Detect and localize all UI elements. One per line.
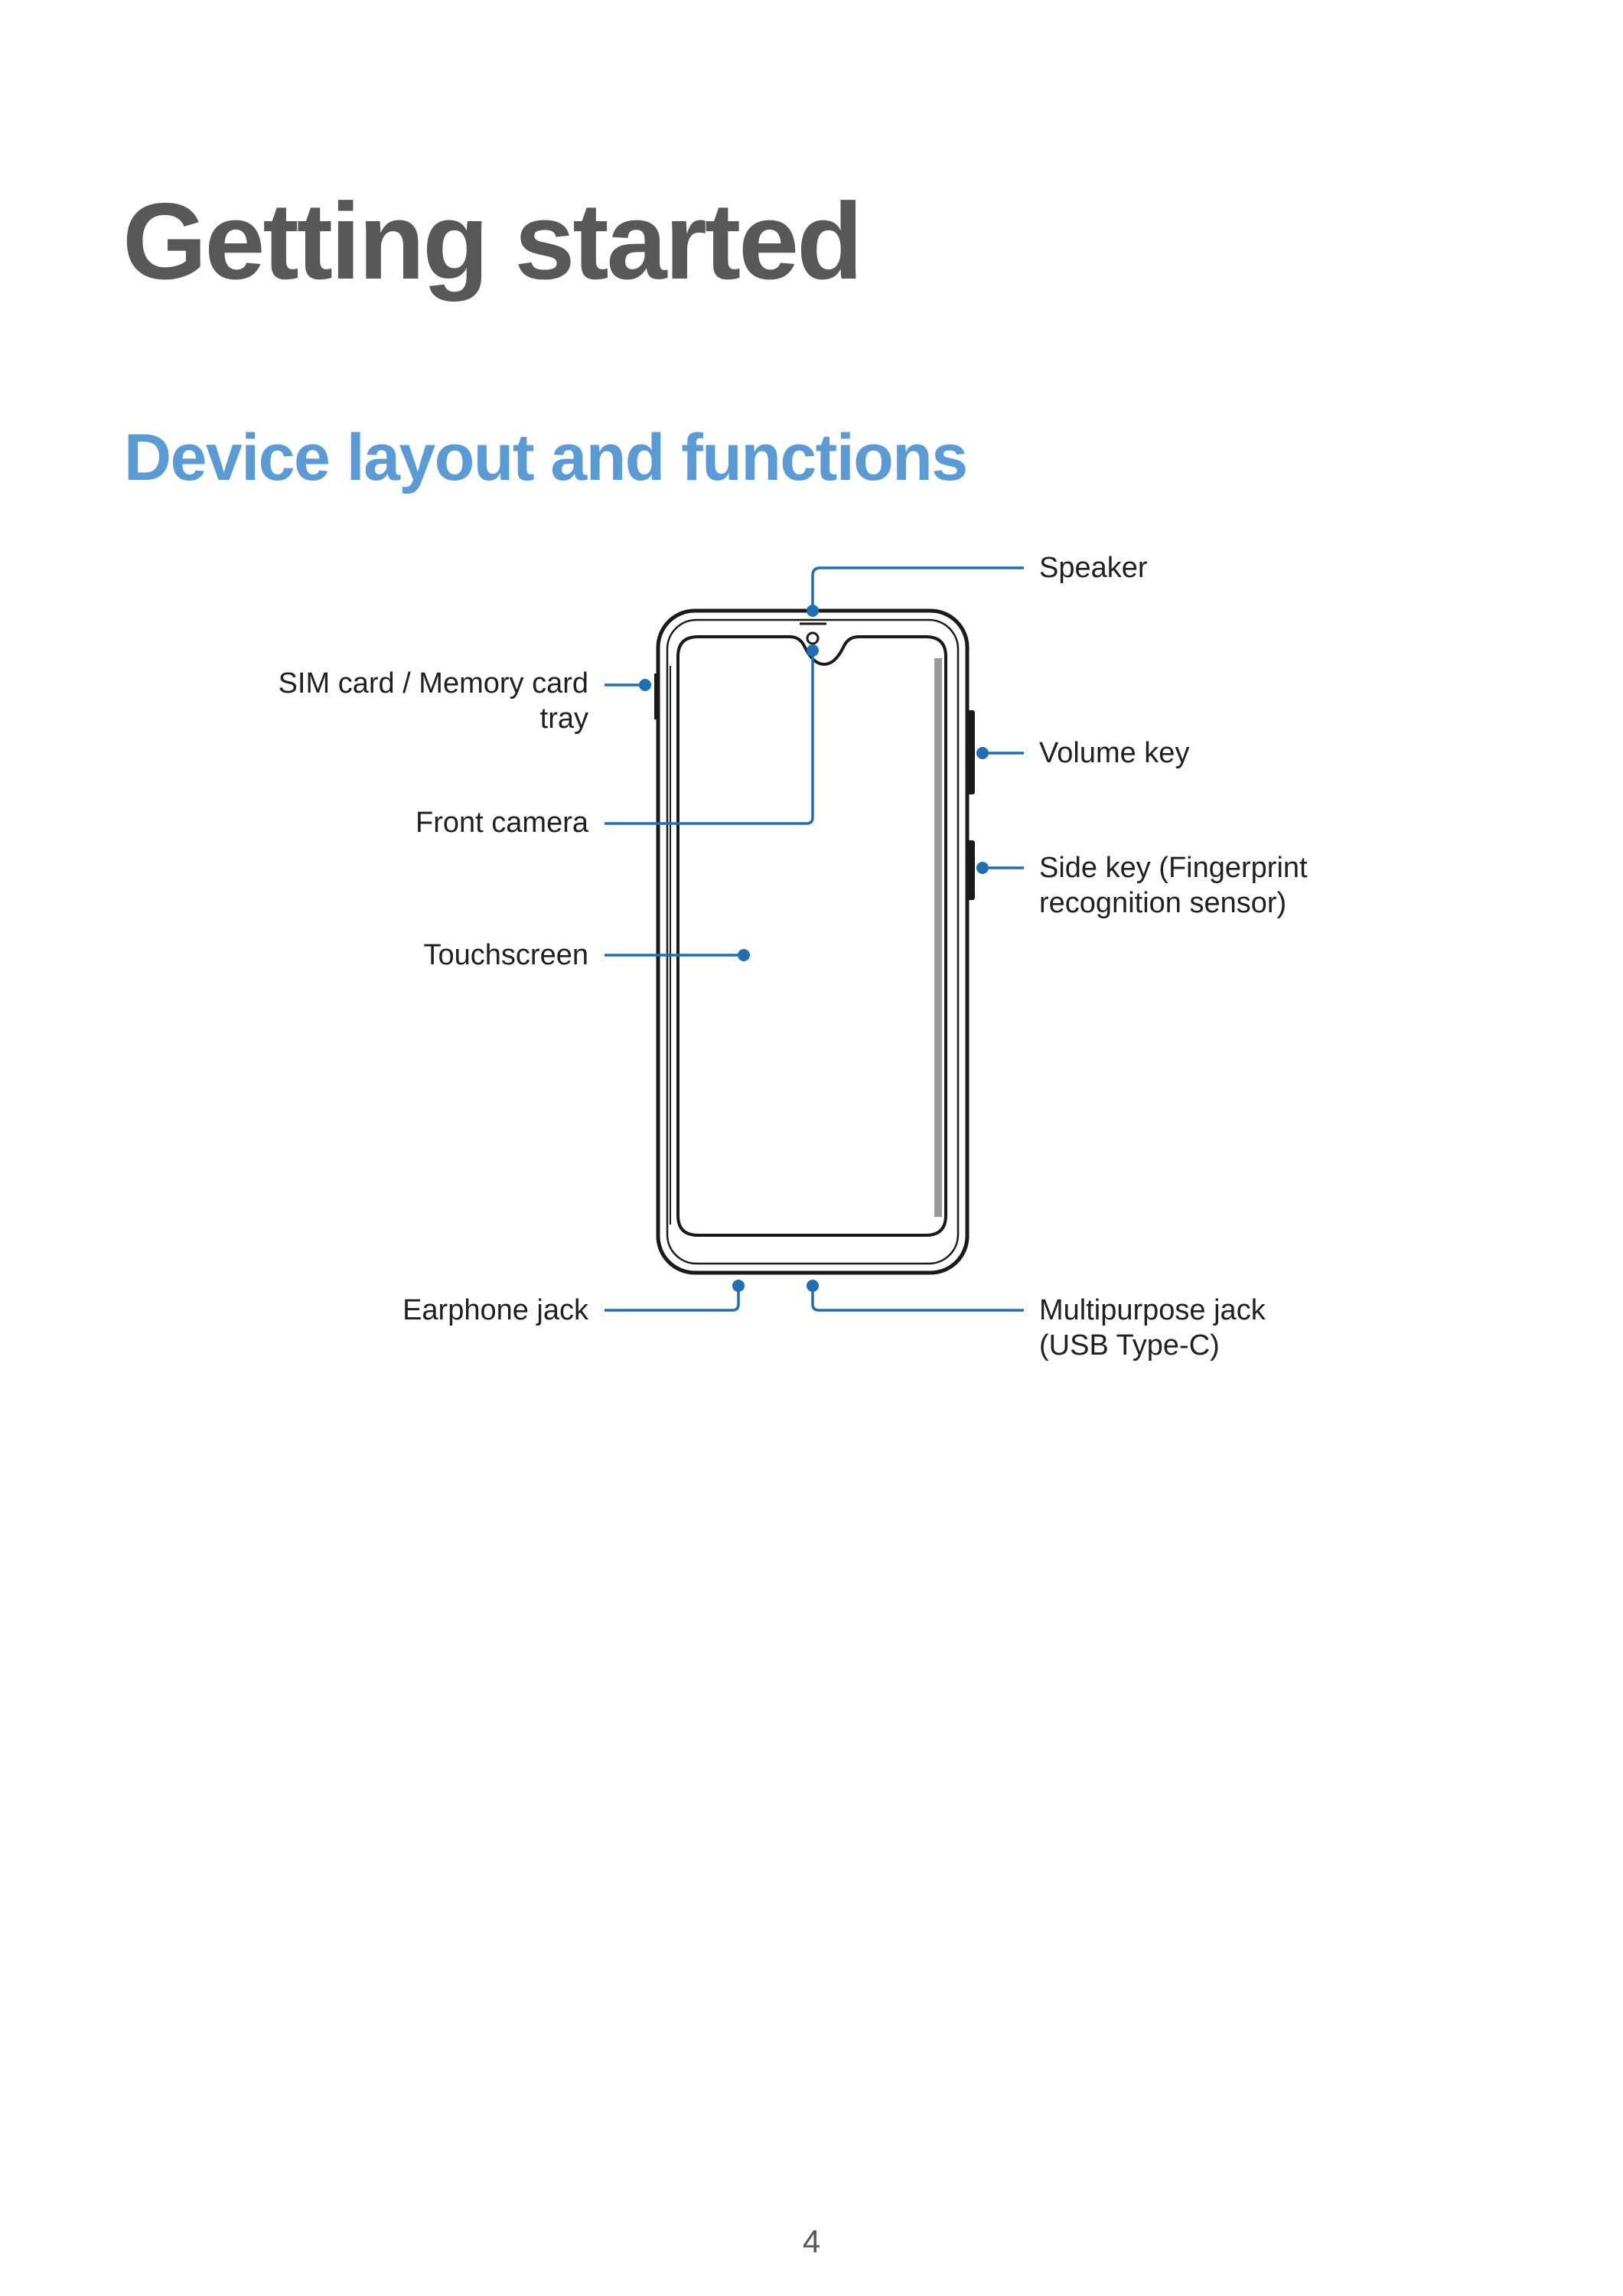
speaker-label: Speaker (1039, 552, 1148, 584)
speaker-dot (807, 605, 819, 617)
sim-tray-label: SIM card / Memory card tray (278, 667, 588, 735)
earphone-jack-leader (605, 1286, 740, 1312)
sim-tray-shape (654, 673, 659, 719)
volume-key-label: Volume key (1039, 737, 1190, 769)
chapter-title: Getting started (122, 181, 863, 302)
earphone-jack-dot (732, 1280, 745, 1292)
callout-lines (605, 566, 1024, 1312)
multipurpose-jack-label: Multipurpose jack (USB Type-C) (1039, 1294, 1266, 1362)
section-title: Device layout and functions (124, 421, 968, 494)
sim-tray-dot (639, 679, 651, 691)
multipurpose-jack-dot (807, 1280, 819, 1292)
side-key-dot (976, 862, 989, 874)
side-key-label: Side key (Fingerprint recognition sensor… (1039, 852, 1308, 919)
volume-key-dot (976, 747, 989, 759)
touchscreen-dot (738, 949, 750, 961)
speaker-leader (811, 566, 1024, 611)
phone-body-inner (666, 618, 960, 1265)
front-camera-label: Front camera (416, 807, 588, 839)
phone-illustration (654, 608, 975, 1275)
multipurpose-jack-leader (811, 1286, 1024, 1312)
front-camera-dot (807, 644, 819, 657)
page-number: 4 (802, 2223, 821, 2259)
callout-dots (639, 605, 989, 1292)
side-key-shape (967, 840, 975, 900)
touchscreen-label: Touchscreen (423, 939, 588, 971)
front-camera-lens (806, 631, 820, 645)
volume-key-shape (967, 710, 975, 794)
front-camera-leader (605, 651, 814, 825)
earphone-jack-label: Earphone jack (402, 1294, 588, 1326)
